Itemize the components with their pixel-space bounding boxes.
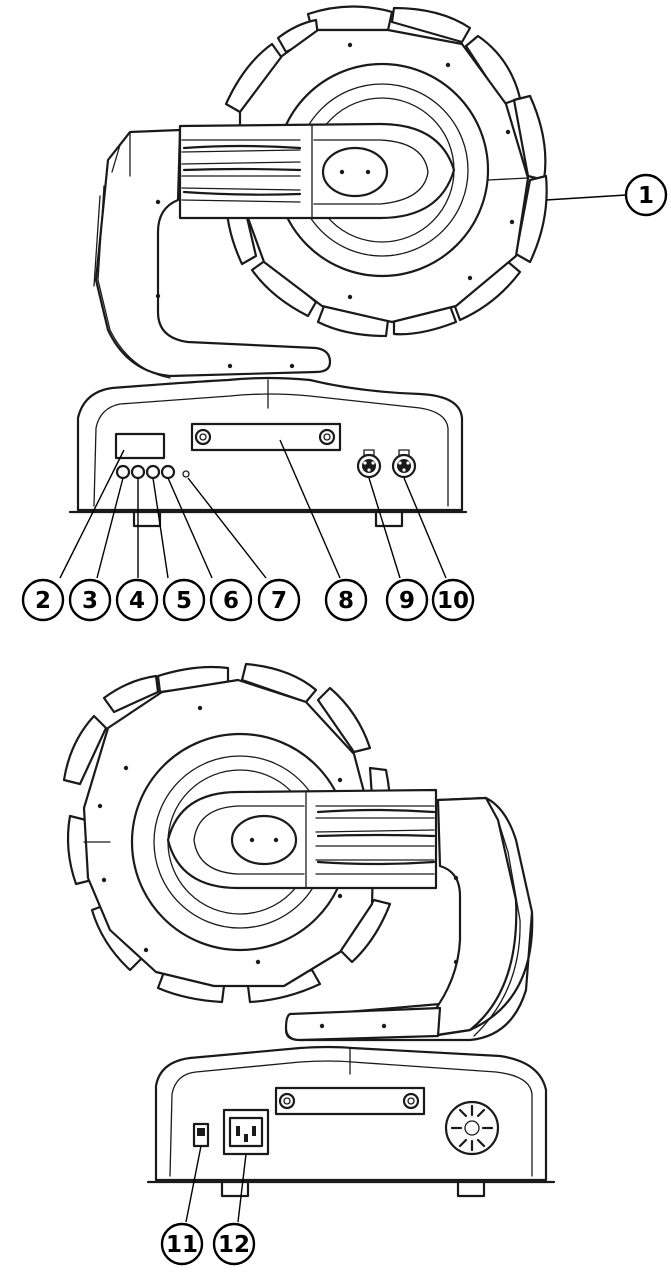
callout-9: 9 (385, 578, 429, 622)
callout-label-8: 8 (338, 588, 354, 614)
handle-plate-front (190, 422, 342, 452)
up-button (130, 464, 146, 480)
callout-label-2: 2 (35, 588, 51, 614)
callout-12: 12 (212, 1222, 256, 1266)
down-button (145, 464, 161, 480)
heatsink-fins-rear (315, 805, 436, 875)
tilt-bracket-rear (166, 788, 438, 890)
callout-label-9: 9 (399, 588, 415, 614)
callout-2: 2 (21, 578, 65, 622)
power-switch (192, 1122, 210, 1148)
dmx-in-connector (356, 449, 382, 479)
callout-6: 6 (209, 578, 253, 622)
dmx-out-connector (391, 449, 417, 479)
handle-plate-rear (274, 1086, 426, 1116)
callout-label-1: 1 (638, 183, 654, 209)
led-lens-modules-front (224, 5, 548, 338)
mic-sensor (182, 470, 190, 478)
callout-10: 10 (431, 578, 475, 622)
callout-label-4: 4 (129, 588, 145, 614)
front-view (68, 5, 548, 528)
callout-label-7: 7 (271, 588, 287, 614)
heatsink-fins-front (181, 139, 302, 203)
rear-view (62, 662, 556, 1198)
lcd-display (114, 432, 166, 460)
callout-label-11: 11 (166, 1232, 198, 1258)
leader-lines (59, 194, 627, 1223)
enter-button (160, 464, 176, 480)
callout-label-6: 6 (223, 588, 239, 614)
callout-label-10: 10 (437, 588, 469, 614)
callout-8: 8 (324, 578, 368, 622)
power-inlet-socket (222, 1108, 270, 1156)
callout-label-12: 12 (218, 1232, 250, 1258)
callout-7: 7 (257, 578, 301, 622)
callout-1: 1 (624, 173, 668, 217)
callout-4: 4 (115, 578, 159, 622)
callout-3: 3 (68, 578, 112, 622)
menu-button (115, 464, 131, 480)
fan-grill (444, 1100, 500, 1156)
callout-11: 11 (160, 1222, 204, 1266)
callout-5: 5 (162, 578, 206, 622)
callout-label-5: 5 (176, 588, 192, 614)
callout-label-3: 3 (82, 588, 98, 614)
